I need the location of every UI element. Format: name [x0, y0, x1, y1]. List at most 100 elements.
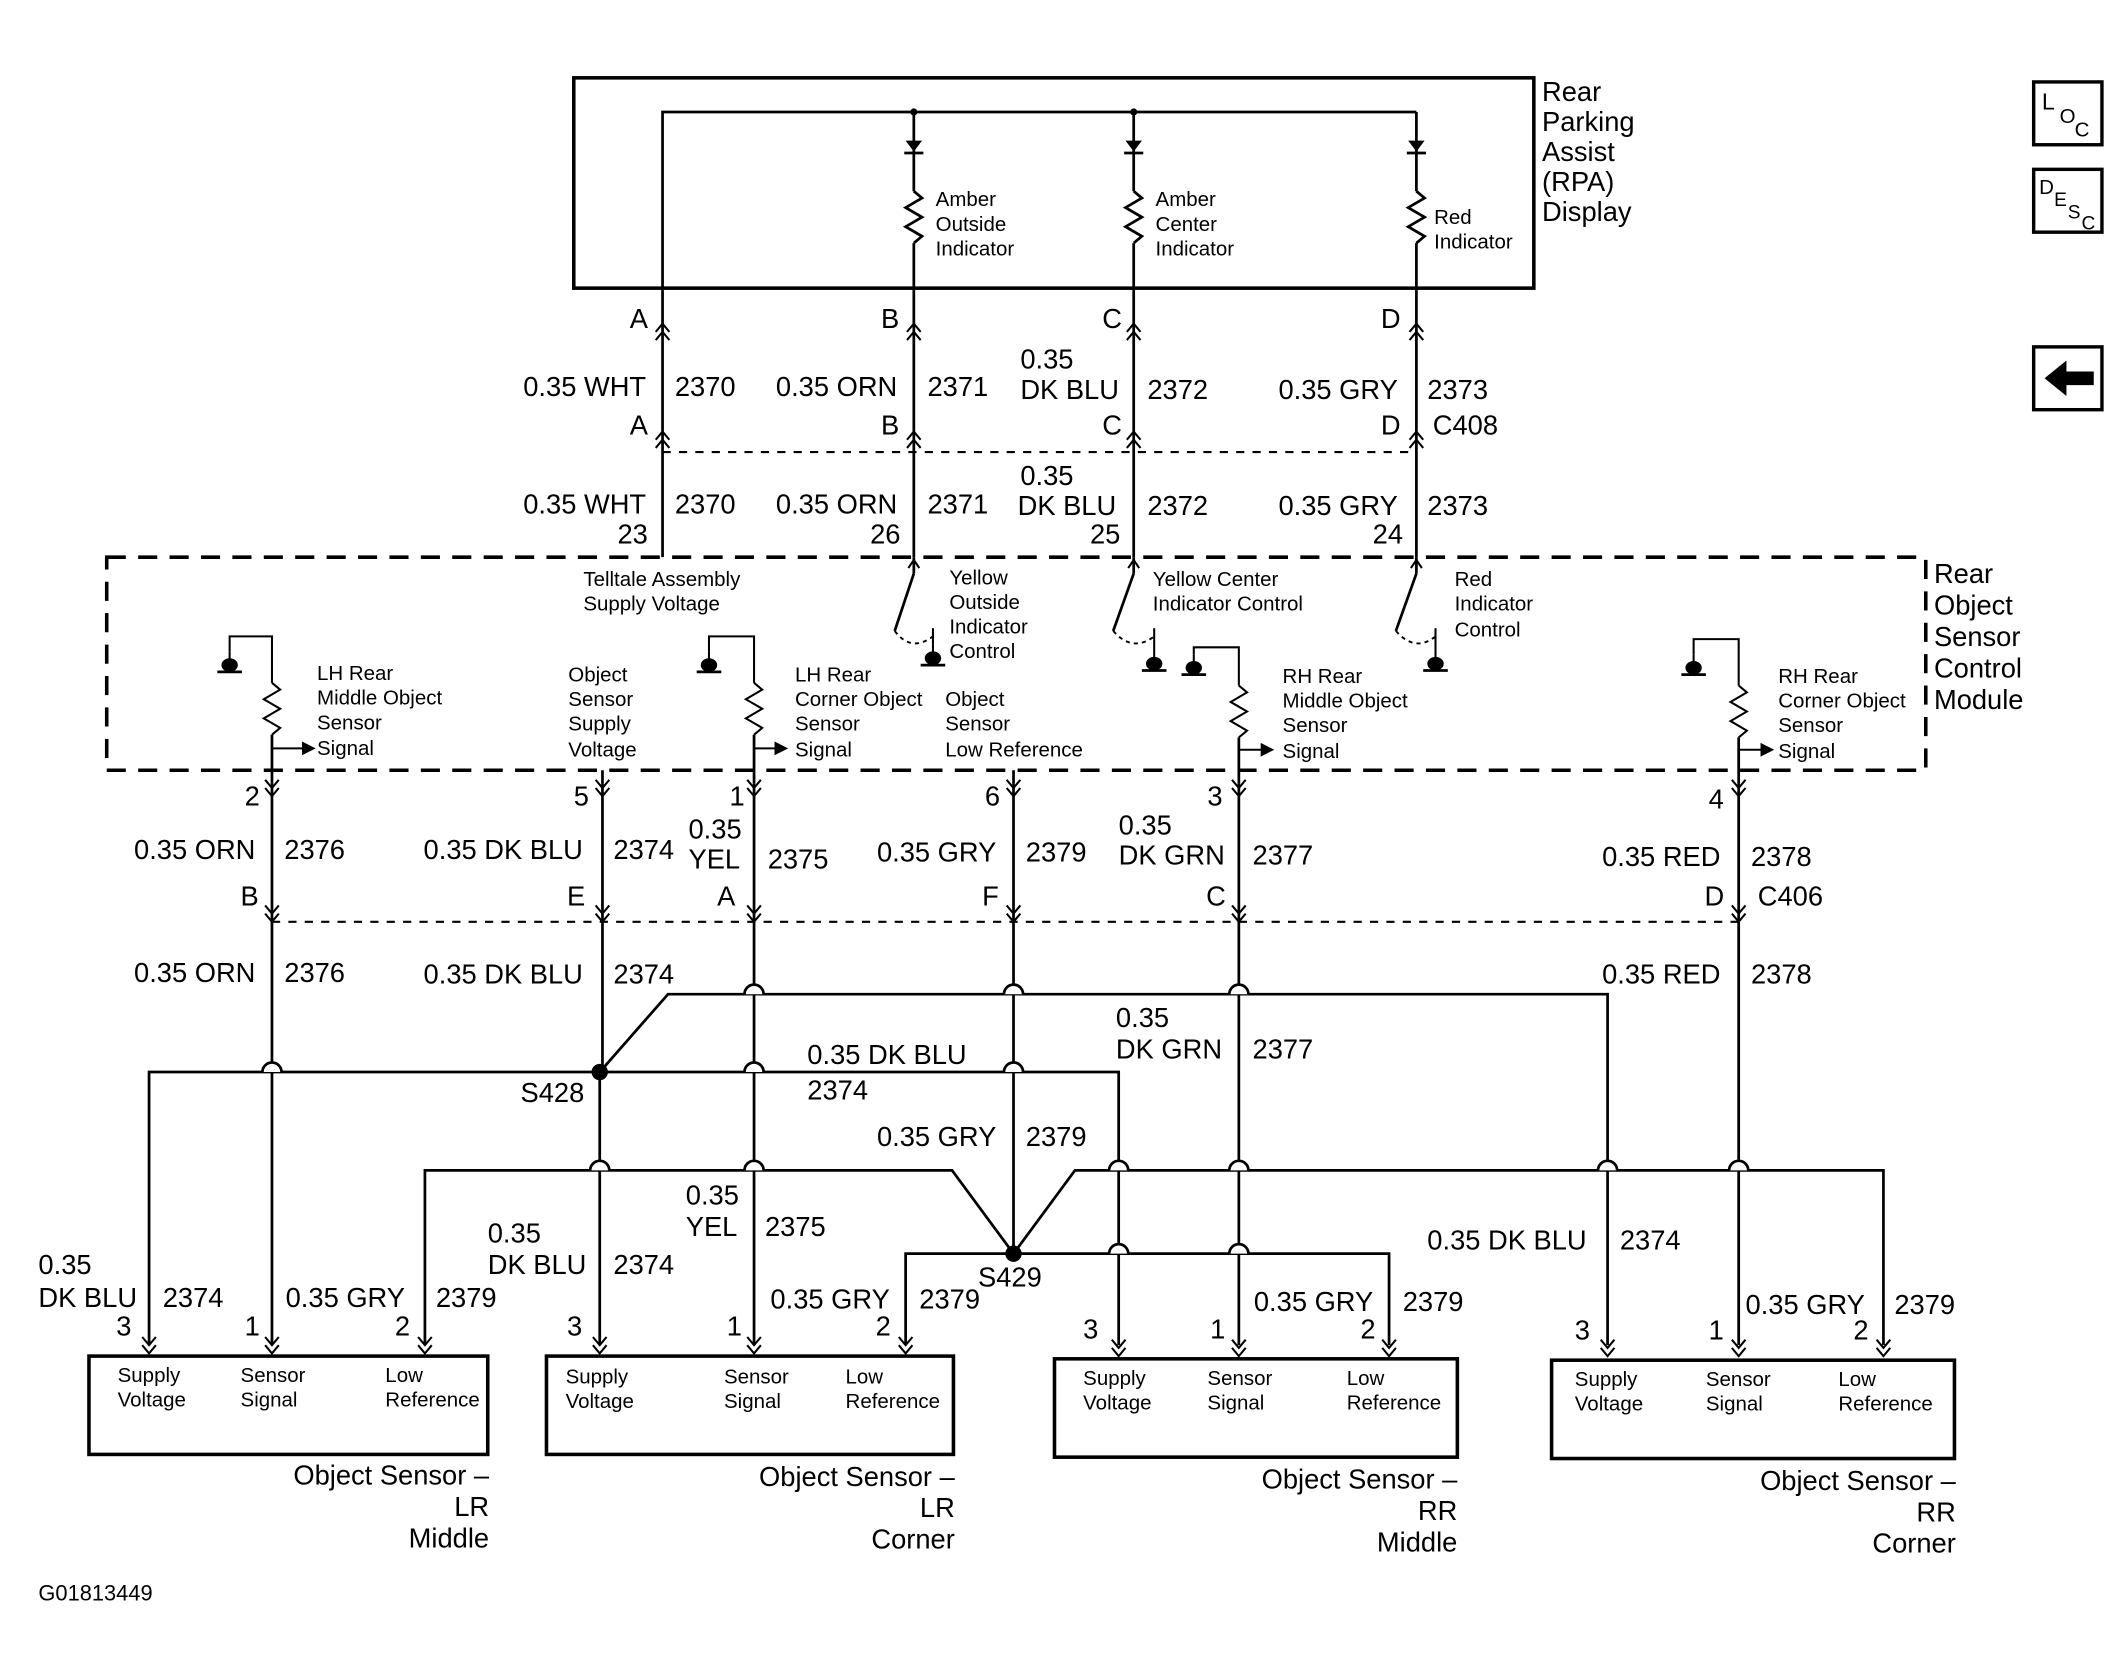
harness-wiring	[141, 983, 1892, 1358]
wire-number-2372: 2372	[1147, 490, 1208, 521]
pin-25: 25	[1090, 519, 1120, 550]
pin-b: B	[881, 409, 899, 440]
wire-color-gry: 0.35 GRY	[1254, 1286, 1373, 1317]
wire-color-red: 0.35 RED	[1602, 958, 1720, 989]
lh-mid-sensor-circuit	[215, 635, 316, 784]
rh-mid-sensor-circuit	[1180, 646, 1275, 784]
pin-f: F	[982, 880, 999, 911]
pin-2: 2	[395, 1311, 410, 1342]
pin-2: 2	[876, 1311, 891, 1342]
pin-3: 3	[1207, 781, 1222, 812]
wire-color-gry: 0.35 GRY	[1278, 374, 1397, 405]
pin-3: 3	[1575, 1315, 1590, 1346]
wire-color-gry: 0.35 GRY	[877, 1121, 996, 1152]
wire-number-2371: 2371	[927, 488, 988, 519]
wire-color-dkblu: DK BLU	[1018, 490, 1117, 521]
wire-number-2377: 2377	[1253, 1033, 1314, 1064]
pin-c: C	[1102, 409, 1122, 440]
figure-id: G01813449	[38, 1581, 152, 1606]
wire-gauge: 0.35	[686, 1180, 739, 1211]
wire-color-dkblu: DK BLU	[38, 1282, 137, 1313]
pin-e: E	[567, 880, 585, 911]
wire-color-dkblu: 0.35 DK BLU	[424, 834, 583, 865]
pin-26: 26	[870, 519, 900, 550]
wire-color-yel: YEL	[686, 1211, 738, 1242]
pin-1: 1	[729, 781, 744, 812]
loc-letter-l: L	[2042, 88, 2055, 114]
desc-letter-s: S	[2068, 203, 2081, 224]
wire-number-2375: 2375	[768, 844, 829, 875]
splice-label-s428: S428	[521, 1077, 585, 1108]
pin-b: B	[241, 880, 259, 911]
amber-outside-indicator	[902, 111, 925, 291]
wire-number-2374: 2374	[807, 1074, 868, 1105]
red-control-switch	[1394, 557, 1450, 672]
wire-number-2374: 2374	[613, 1249, 674, 1280]
wire-color-gry: 0.35 GRY	[1278, 490, 1397, 521]
wire-number-2375: 2375	[765, 1211, 826, 1242]
pin-3: 3	[1083, 1313, 1098, 1344]
pin-2: 2	[1360, 1313, 1375, 1344]
pin-6: 6	[985, 781, 1000, 812]
rh-corner-sensor-circuit	[1679, 638, 1775, 784]
pin-1: 1	[727, 1311, 742, 1342]
wire-number-2372: 2372	[1147, 374, 1208, 405]
back-button[interactable]	[2031, 345, 2104, 412]
pin-d: D	[1381, 303, 1401, 334]
yellow-outside-switch	[893, 557, 947, 667]
wire-gauge: 0.35	[38, 1249, 91, 1280]
wire-color-gry: 0.35 GRY	[1746, 1289, 1865, 1320]
connector-c406: C406	[1758, 880, 1823, 911]
wire-number-2379: 2379	[919, 1283, 980, 1314]
wire-color-dkblu: DK BLU	[488, 1249, 587, 1280]
desc-letter-d: D	[2039, 176, 2054, 199]
wire-number-2378: 2378	[1751, 841, 1812, 872]
wire-number-2376: 2376	[284, 834, 345, 865]
connector-c408: C408	[1433, 409, 1498, 440]
pin-c: C	[1206, 880, 1226, 911]
pin-24: 24	[1373, 519, 1403, 550]
wire-gauge: 0.35	[488, 1218, 541, 1249]
pin-a: A	[717, 880, 736, 911]
desc-letter-c: C	[2081, 213, 2095, 234]
desc-button[interactable]: D E S C	[2031, 167, 2104, 234]
pin-1: 1	[1709, 1315, 1724, 1346]
c406-labels: 2 5 1 6 3 4 0.35 ORN 2376 0.35 DK BLU 23…	[134, 781, 1823, 990]
wire-gauge: 0.35	[1116, 1002, 1169, 1033]
loc-button[interactable]: L O C	[2031, 80, 2104, 147]
pin-1: 1	[245, 1311, 260, 1342]
pin-3: 3	[567, 1311, 582, 1342]
wire-number-2371: 2371	[927, 371, 988, 402]
wire-gauge: 0.35	[1020, 344, 1073, 375]
pin-d: D	[1705, 880, 1725, 911]
wire-gauge: 0.35	[1020, 460, 1073, 491]
wire-number-2379: 2379	[1026, 837, 1087, 868]
wire-number-2374: 2374	[163, 1282, 224, 1313]
pin-4: 4	[1709, 783, 1724, 814]
wire-number-2379: 2379	[436, 1282, 497, 1313]
pin-c: C	[1102, 303, 1122, 334]
wire-number-2373: 2373	[1427, 374, 1488, 405]
red-indicator	[1405, 111, 1428, 291]
